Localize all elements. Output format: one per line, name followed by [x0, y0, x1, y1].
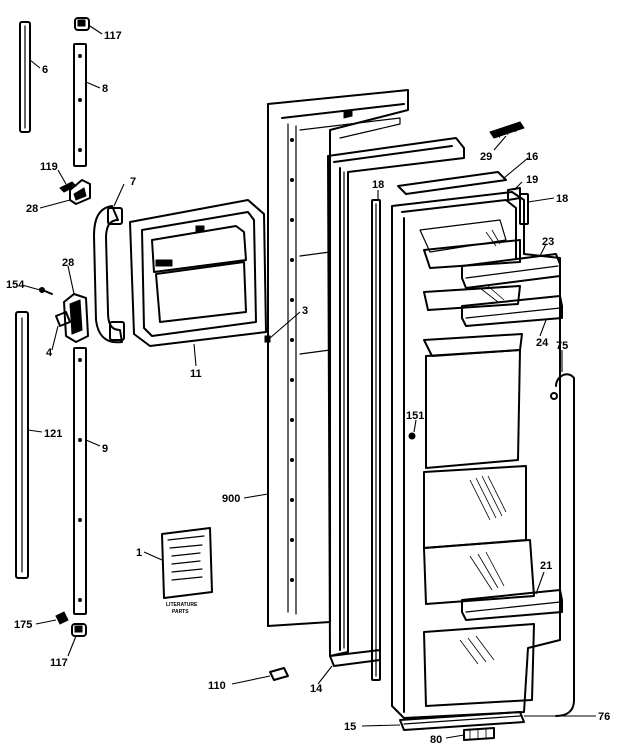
- door-panel-holes: [290, 138, 294, 582]
- part-18-right-strip: [519, 193, 529, 225]
- part-24-lower-shelf-bar: [461, 295, 563, 327]
- callout-7: 7: [130, 176, 136, 188]
- part-117-top-cap: [74, 17, 90, 31]
- part-117-bottom-cap: [71, 623, 87, 637]
- callout-119: 119: [40, 161, 58, 173]
- part-6-trim-strip: [19, 21, 31, 133]
- callout-29: 29: [480, 151, 492, 163]
- part-7-handle: [93, 205, 125, 344]
- callout-117-bottom: 117: [50, 657, 68, 669]
- door-liner: [391, 191, 561, 719]
- part-75-wire: [550, 373, 575, 717]
- callout-175: 175: [14, 619, 32, 631]
- part-3-fastener: [264, 335, 271, 343]
- callout-900: 900: [222, 493, 240, 505]
- callout-80: 80: [430, 734, 442, 746]
- callout-24: 24: [536, 337, 549, 349]
- part-11-dispenser-frame: [129, 199, 267, 347]
- callout-121: 121: [44, 428, 62, 440]
- literature-caption-2: PARTS: [172, 609, 189, 615]
- part-900-door-outer-panel: [267, 89, 409, 627]
- callout-117-top: 117: [104, 30, 122, 42]
- callout-75: 75: [556, 340, 568, 352]
- part-9-lower-bar: [73, 347, 87, 615]
- part-151-fastener: [408, 432, 416, 440]
- callout-23: 23: [542, 236, 554, 248]
- part-14-door-gasket: [327, 137, 465, 667]
- part-4-clip: [55, 311, 71, 327]
- callout-11: 11: [190, 368, 202, 380]
- callout-21: 21: [540, 560, 552, 572]
- part-16-top-cap: [397, 171, 507, 195]
- part-18-left-strip: [371, 199, 381, 681]
- callout-18-right: 18: [556, 193, 568, 205]
- leader-lines: [21, 25, 596, 739]
- callout-3: 3: [302, 305, 308, 317]
- callout-4: 4: [46, 347, 53, 359]
- liner-hatching: [459, 229, 507, 665]
- callout-110: 110: [208, 680, 226, 692]
- callout-18-left: 18: [372, 179, 384, 191]
- part-80-bracket: [463, 727, 495, 741]
- part-15-bottom-strip: [399, 711, 525, 731]
- part-154-screw: [39, 287, 53, 295]
- part-28-lower-endcap: [63, 293, 89, 343]
- part-8-upper-bar: [73, 43, 87, 167]
- callout-76: 76: [598, 711, 610, 723]
- callout-14: 14: [310, 683, 323, 695]
- part-1-literature-sheet: LITERATURE PARTS: [161, 527, 213, 615]
- callout-28-lower: 28: [62, 257, 74, 269]
- callout-8: 8: [102, 83, 108, 95]
- part-175-screw: [55, 611, 69, 625]
- callout-15-bottom: 15: [344, 721, 356, 733]
- callout-9: 9: [102, 443, 108, 455]
- part-121-lower-trim: [15, 311, 29, 579]
- callout-6: 6: [42, 64, 48, 76]
- callout-19: 19: [526, 174, 538, 186]
- part-110-block: [269, 667, 289, 681]
- callout-28-upper: 28: [26, 203, 38, 215]
- part-29-clip: [489, 121, 525, 139]
- literature-caption-1: LITERATURE: [166, 602, 198, 608]
- callout-labels: 6 117 8 119 28 7 28 154 4 11 3 121 9 900…: [6, 30, 610, 746]
- part-21-bottom-shelf-bar: [461, 589, 563, 621]
- callout-154: 154: [6, 279, 25, 291]
- callout-16: 16: [526, 151, 538, 163]
- callout-1: 1: [136, 547, 142, 559]
- part-23-upper-shelf-bar: [461, 253, 561, 289]
- callout-151: 151: [406, 410, 424, 422]
